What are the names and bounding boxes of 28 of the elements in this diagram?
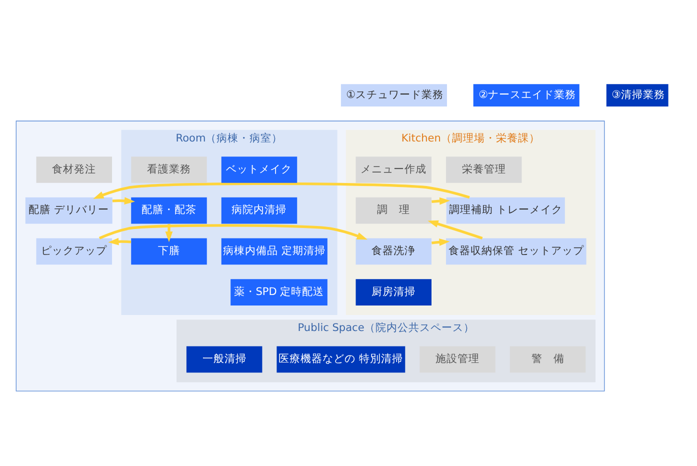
node-box: 配膳 デリバリー: [25, 197, 112, 224]
arrow: [432, 197, 450, 205]
node-box: 配膳・配茶: [131, 197, 207, 224]
node-box: 病棟内備品 定期清掃: [221, 238, 328, 265]
node-box: 下膳: [131, 238, 207, 265]
node-box: 薬・SPD 定時配送: [230, 279, 328, 306]
node-box: 病院内清掃: [221, 197, 298, 224]
arrow: [428, 220, 483, 240]
node-box: 食器収納保管 セットアップ: [446, 238, 586, 265]
arrow: [108, 238, 132, 246]
node-box: 看護業務: [131, 156, 207, 183]
node-box: ピックアップ: [36, 238, 112, 265]
node-box: 調理補助 トレーメイク: [446, 197, 565, 224]
node-box: 医療機器などの 特別清掃: [276, 346, 406, 373]
legend-label: ①スチュワード業務: [346, 88, 444, 101]
node-box: 食器洗浄: [356, 238, 432, 265]
arrow: [93, 182, 470, 199]
legend-label: ②ナースエイド業務: [478, 88, 576, 101]
arrow: [112, 197, 135, 204]
legend-label: ③清掃業務: [612, 88, 666, 101]
node-box: 食材発注: [36, 156, 112, 183]
node-box: 一般清掃: [186, 346, 262, 373]
node-box: 栄養管理: [446, 156, 522, 183]
node-box: 厨房清掃: [356, 279, 432, 306]
node-box: 調 理: [356, 197, 432, 224]
cluster: [16, 120, 605, 392]
node-box: ベットメイク: [221, 156, 298, 183]
node-box: メニュー作成: [356, 156, 432, 183]
